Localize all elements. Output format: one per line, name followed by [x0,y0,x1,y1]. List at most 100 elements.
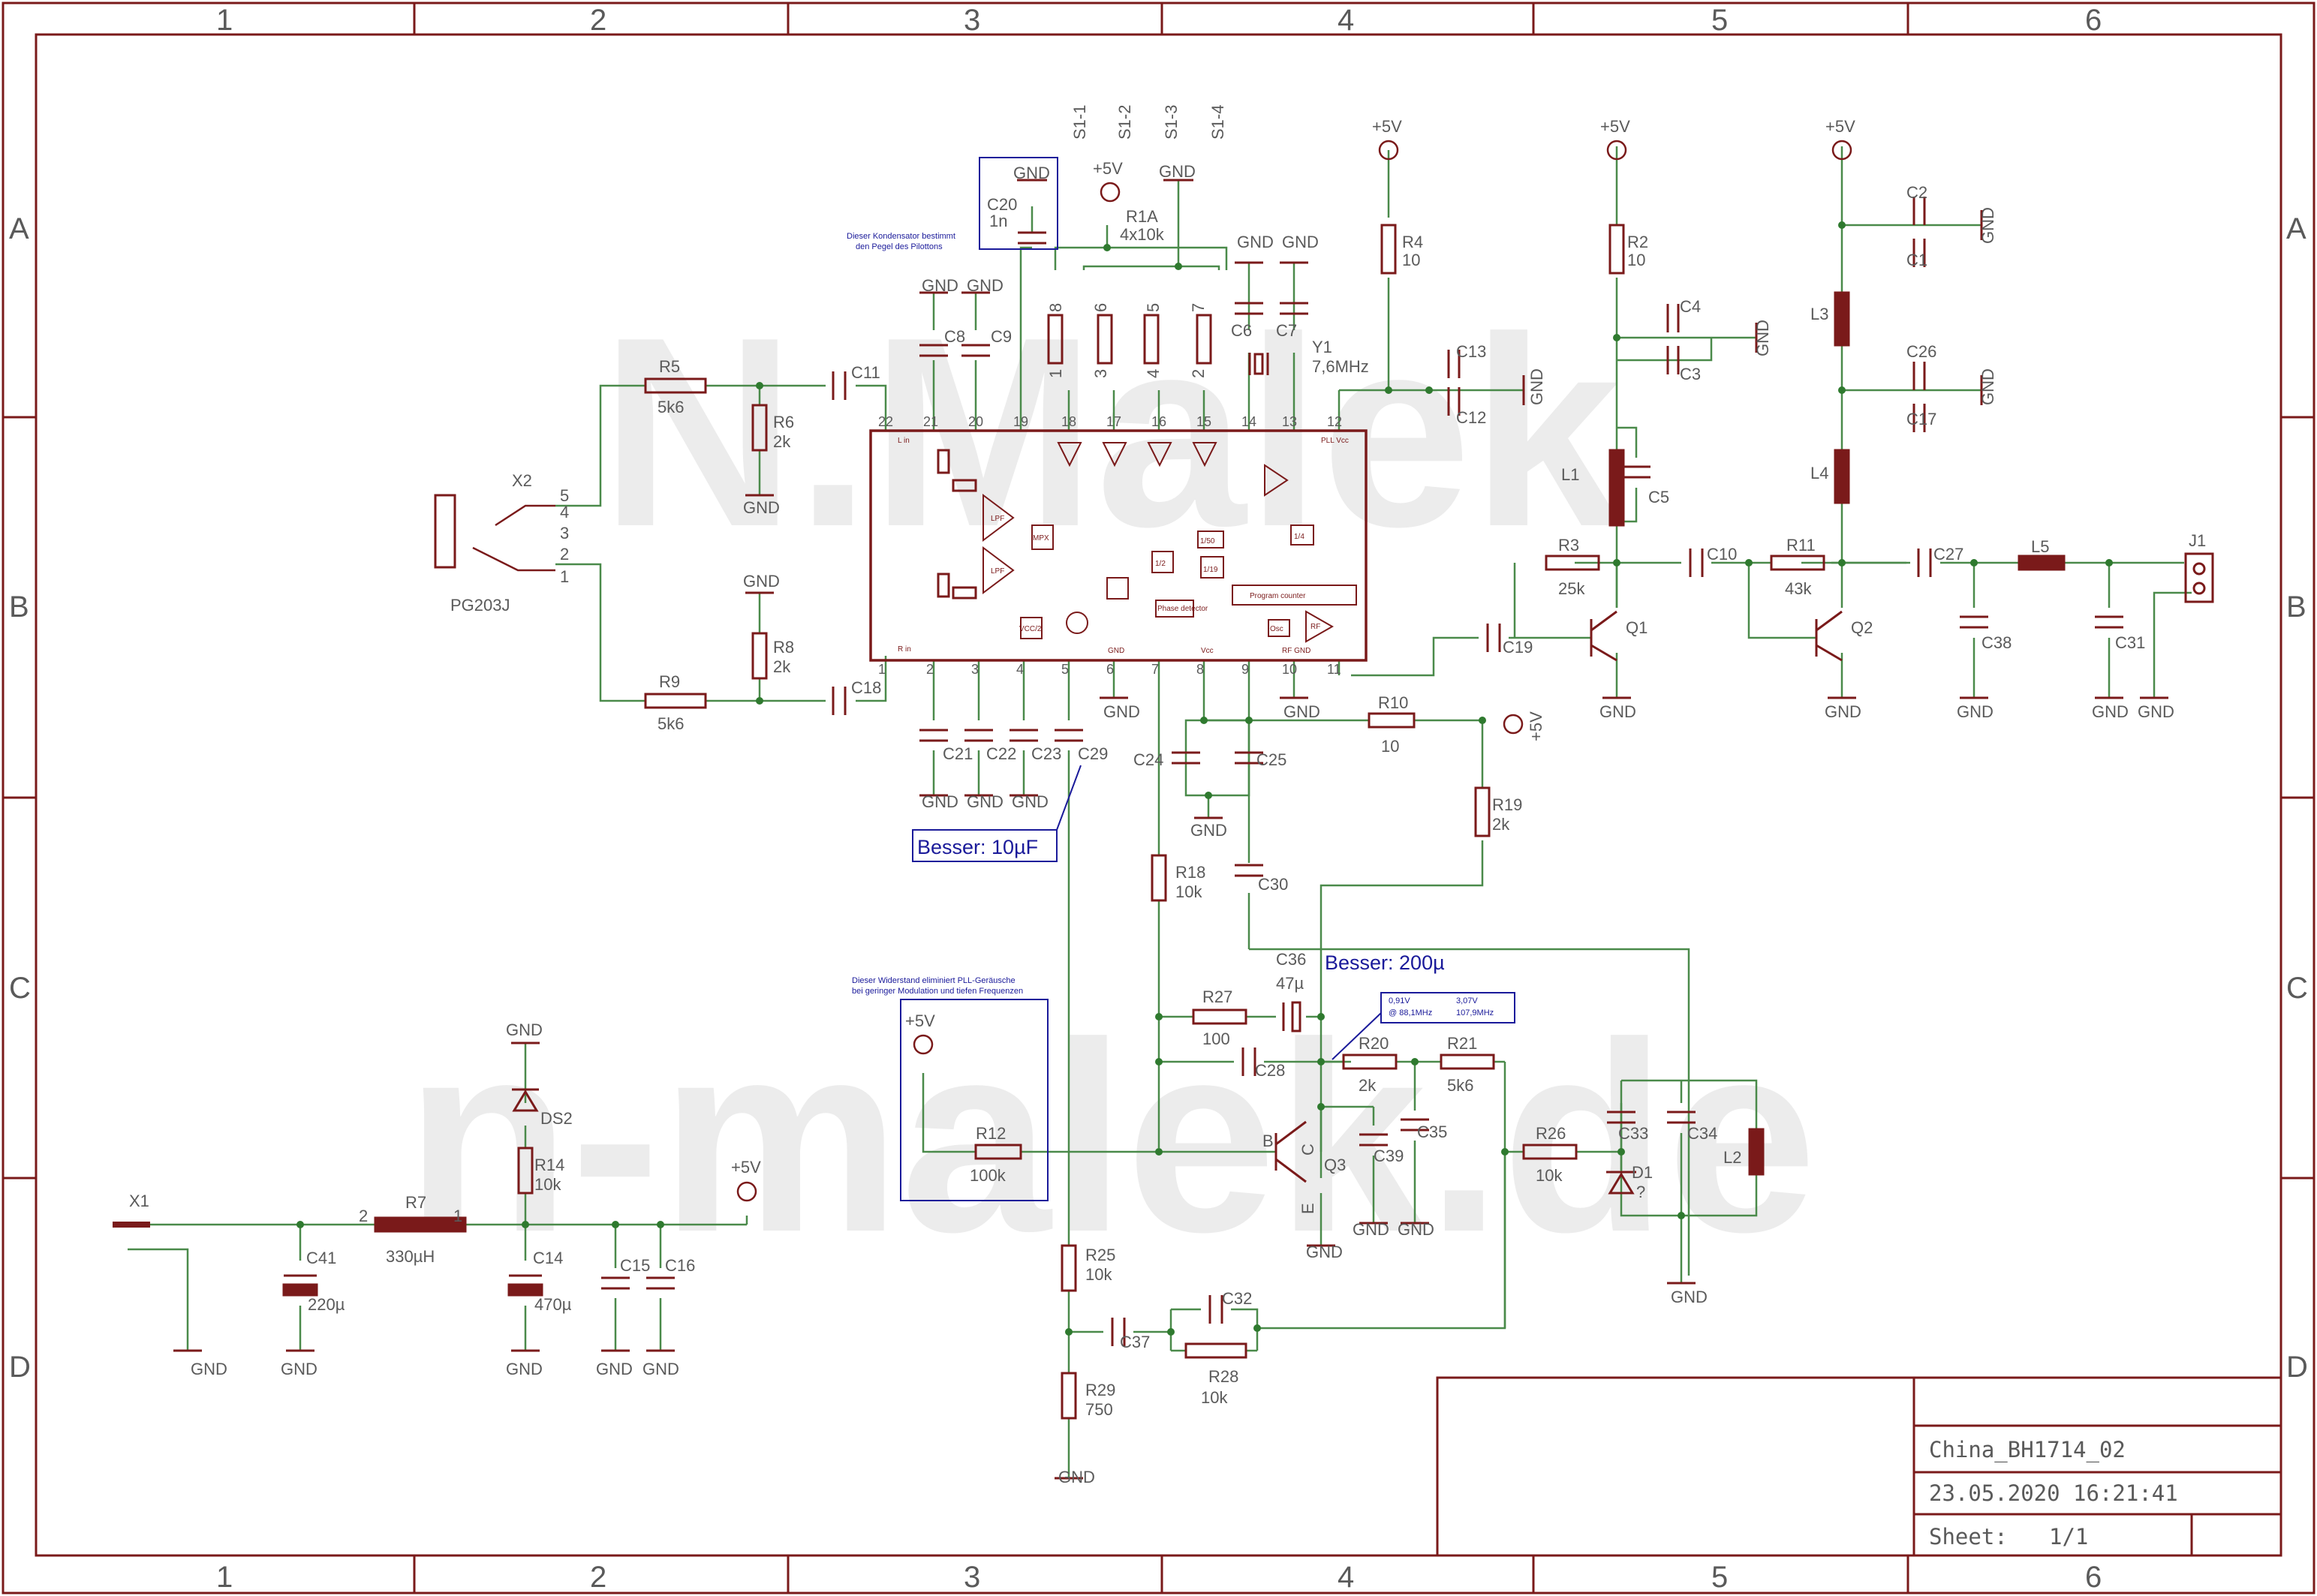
capacitor-c22 [964,729,993,742]
label-c32: C32 [1222,1289,1252,1308]
label-c14-value: 470µ [534,1295,572,1314]
component-labels: S1-1 S1-2 S1-3 S1-4 +5V +5V +5V +5V +5V … [129,105,2206,1486]
label-c24: C24 [1133,750,1163,769]
resistor-r4 [1380,224,1397,275]
label-r26: R26 [1536,1124,1566,1143]
label-y1-value: 7,6MHz [1312,357,1369,376]
col-label-3-top: 3 [964,4,980,37]
label-c29: C29 [1078,744,1108,763]
col-label-1-bottom: 1 [216,1561,233,1594]
label-d1-value: ? [1636,1183,1645,1201]
label-l1: L1 [1561,465,1579,484]
label-c23: C23 [1031,744,1061,763]
ic-lpf2: LPF [991,567,1004,576]
capacitor-c29 [1055,729,1083,742]
label-r28: R28 [1208,1367,1238,1386]
label-r4: R4 [1402,233,1423,251]
label-gnd-c7: GND [1282,233,1319,251]
capacitor-c30 [1235,864,1263,877]
capacitor-c13 [1447,350,1461,378]
title-block [1436,1376,2282,1557]
label-r7-value: 330µH [386,1247,435,1266]
capacitor-c23 [1010,729,1038,742]
capacitor-c15 [601,1276,630,1290]
label-gnd-c2: GND [1978,207,1997,244]
label-c41: C41 [306,1249,336,1267]
label-q1: Q1 [1626,618,1647,637]
capacitor-c35 [1401,1118,1429,1132]
label-c20: C20 [987,195,1017,214]
capacitor-c6 [1235,302,1263,315]
label-r3: R3 [1558,536,1579,555]
resistor-array-r1a-2 [1097,314,1113,365]
label-r1a: R1A [1126,207,1158,226]
ic-gnd: GND [1108,647,1124,655]
label-gnd-j1: GND [2138,702,2174,721]
ic-pin-14: 14 [1241,414,1256,429]
label-l2: L2 [1723,1148,1741,1167]
ic-pin-15: 15 [1196,414,1211,429]
label-q3-e: E [1298,1203,1317,1214]
label-r1a-pin8: 8 [1046,303,1065,312]
label-gnd-ds2: GND [506,1020,543,1039]
row-label-a-right: A [2286,212,2306,245]
ic-pin-13: 13 [1282,414,1297,429]
label-5v-r10: +5V [1527,711,1545,741]
ic-pin-19: 19 [1013,414,1028,429]
ic-vcc: Vcc [1201,647,1214,655]
title-sheet-value: 1/1 [2049,1524,2088,1549]
capacitor-c5 [1622,465,1650,479]
note-v2: 3,07V [1456,996,1478,1005]
ic-lpf1: LPF [991,515,1004,523]
title-date: 23.05.2020 16:21:41 [1929,1480,2178,1506]
label-r1a-pin4: 4 [1144,369,1163,378]
label-r28-value: 10k [1201,1388,1228,1407]
led-ds2 [512,1088,539,1112]
capacitor-c38 [1960,615,1988,629]
ground-bars [173,179,2168,1480]
label-c13: C13 [1456,342,1486,361]
label-l5: L5 [2031,537,2049,556]
ic-pin-6: 6 [1106,662,1114,677]
label-r20-value: 2k [1359,1076,1377,1095]
label-x2: X2 [512,471,532,490]
label-gnd-c14: GND [506,1360,543,1378]
label-r11-value: 43k [1785,579,1812,598]
label-gnd-c15: GND [596,1360,633,1378]
label-c18: C18 [851,678,881,697]
label-5v-r2: +5V [1600,117,1630,136]
label-r27-value: 100 [1202,1029,1230,1048]
resistor-r9 [644,693,707,709]
resistor-r8 [751,632,768,680]
resistor-r29 [1061,1372,1077,1420]
col-label-1-top: 1 [216,4,233,37]
ic-pin-11: 11 [1327,662,1341,677]
label-c15: C15 [620,1256,650,1275]
ic-vcc2: VCC/2 [1019,625,1042,633]
resistor-array-r1a-1 [1047,314,1064,365]
ic-pin-20: 20 [968,414,983,429]
inductor-l3 [1834,291,1850,347]
power-symbols [736,140,1852,1202]
ic-prog: Program counter [1250,592,1306,600]
col-label-2-top: 2 [590,4,606,37]
label-gnd-c35: GND [1398,1220,1434,1239]
ic-pin-1: 1 [878,662,886,677]
label-x1: X1 [129,1192,149,1210]
ic-pin-numbers: 1 2 3 4 5 6 7 8 9 10 11 12 13 14 15 16 1… [878,414,1342,677]
label-c11: C11 [851,363,880,382]
label-q3-c: C [1298,1144,1317,1156]
resistor-r20 [1342,1053,1398,1070]
ic-osc: Osc [1270,625,1283,633]
resistor-r12 [974,1144,1022,1160]
label-gnd-c24: GND [1190,821,1227,840]
capacitor-c4 [1666,304,1680,332]
label-r1a-pin1: 1 [1046,369,1065,378]
note-texts: Dieser Kondensator bestimmt den Pegel de… [847,232,1494,1017]
note-pilot-line2: den Pegel des Pilottons [856,242,943,251]
ic-rf: RF [1310,623,1320,631]
label-s1-1: S1-1 [1070,105,1089,140]
ic-pin-21: 21 [923,414,938,429]
note-c36-better: Besser: 200µ [1325,951,1445,974]
